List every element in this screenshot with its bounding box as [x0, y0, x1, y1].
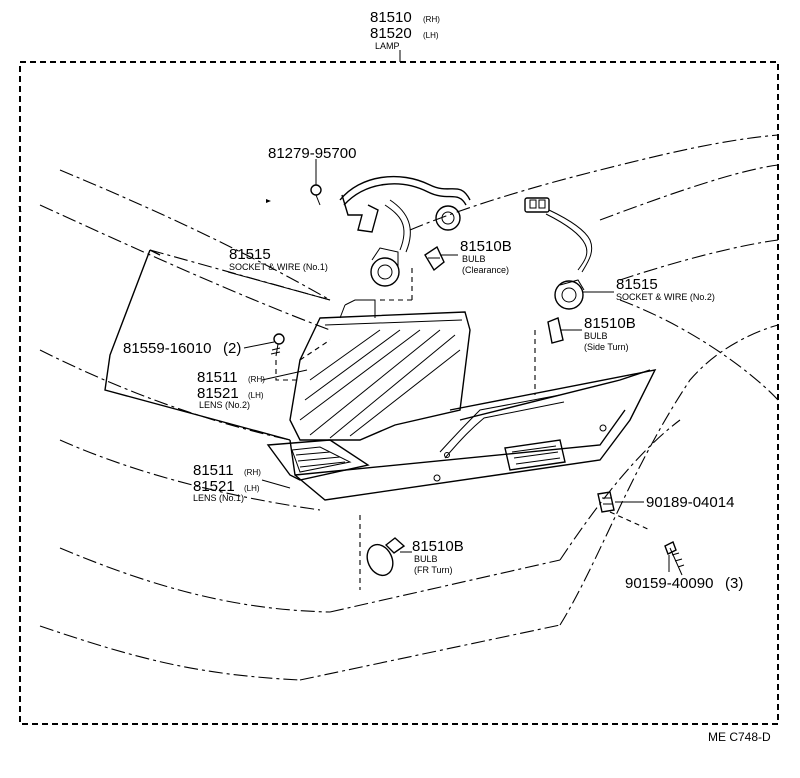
screw-bottom-part: [664, 541, 685, 576]
clip-part-number: 90189-04014: [646, 494, 734, 511]
bulb-clearance-part: [424, 245, 445, 272]
bulb-fr-turn-part: [366, 537, 406, 577]
lens-no2-rh-tag: (RH): [248, 375, 265, 384]
lens-no1-part-lh: 81521: [193, 478, 235, 495]
bulb-fr-turn-callout: 81510B BULB (FR Turn): [412, 538, 464, 575]
assembly-lh-tag: (LH): [423, 31, 439, 40]
clip-part: [597, 491, 615, 513]
screw-bottom-quantity: (3): [725, 575, 743, 592]
assembly-name: LAMP: [375, 41, 400, 51]
bulb-side-turn-type: BULB: [584, 331, 608, 341]
screw-lens-part-number: 81559-16010: [123, 340, 211, 357]
vehicle-body-outline: [39, 134, 779, 681]
bulb-clearance-note: (Clearance): [462, 265, 509, 275]
screw-top-part: [310, 184, 322, 206]
lens-no2-callout: 81511 (RH) 81521 (LH) LENS (No.2): [197, 369, 265, 410]
screw-bottom-callout: 90159-40090 (3): [625, 575, 743, 592]
socket-no2-description: SOCKET & WIRE (No.2): [616, 292, 715, 302]
socket-wire-no1-callout: 81515 SOCKET & WIRE (No.1): [229, 246, 328, 272]
socket-no2-part-number: 81515: [616, 276, 658, 293]
bulb-clearance-callout: 81510B BULB (Clearance): [460, 238, 512, 275]
figure-code: ME C748-D: [708, 730, 771, 744]
screw-bottom-part-number: 90159-40090: [625, 575, 713, 592]
bulb-side-turn-note: (Side Turn): [584, 342, 629, 352]
lens-no1-lh-tag: (LH): [244, 484, 260, 493]
assembly-part-rh: 81510: [370, 9, 412, 26]
lens-no2: [289, 299, 471, 441]
lens-no2-description: LENS (No.2): [199, 400, 250, 410]
arrow-mark: [266, 199, 271, 203]
lens-no1-rh-tag: (RH): [244, 468, 261, 477]
screw-lens-callout: 81559-16010 (2): [123, 340, 241, 357]
screw-lens-part: [270, 333, 285, 357]
socket-no1-part-number: 81515: [229, 246, 271, 263]
socket-wire-no2-callout: 81515 SOCKET & WIRE (No.2): [616, 276, 715, 302]
bulb-fr-turn-type: BULB: [414, 554, 438, 564]
bulb-clearance-part-number: 81510B: [460, 238, 512, 255]
lens-no2-part-rh: 81511: [197, 369, 238, 386]
edge-tick-mark: [18, 205, 22, 213]
lens-no1-description: LENS (No.1): [193, 493, 244, 503]
leader-lines: [227, 159, 670, 572]
socket-wire-no2-part: [524, 197, 593, 310]
screw-top-part-number: 81279-95700: [268, 145, 356, 162]
bulb-fr-turn-note: (FR Turn): [414, 565, 453, 575]
lens-no1-part-rh: 81511: [193, 462, 234, 479]
bulb-fr-turn-part-number: 81510B: [412, 538, 464, 555]
assembly-title: 81510 (RH) 81520 (LH) LAMP: [370, 9, 440, 51]
bulb-side-turn-callout: 81510B BULB (Side Turn): [584, 315, 636, 352]
socket-wire-no1-part: [339, 175, 471, 287]
assembly-boundary: [19, 61, 779, 725]
lens-no1: [266, 439, 370, 481]
socket-no1-description: SOCKET & WIRE (No.1): [229, 262, 328, 272]
assembly-part-lh: 81520: [370, 25, 412, 42]
bulb-side-turn-part: [547, 317, 564, 344]
lens-no1-callout: 81511 (RH) 81521 (LH) LENS (No.1): [193, 462, 261, 503]
assembly-rh-tag: (RH): [423, 15, 440, 24]
bulb-clearance-type: BULB: [462, 254, 486, 264]
screw-lens-quantity: (2): [223, 340, 241, 357]
bulb-side-turn-part-number: 81510B: [584, 315, 636, 332]
lamp-housing: [104, 249, 657, 501]
lens-no2-part-lh: 81521: [197, 385, 239, 402]
assembly-guide-lines: [275, 268, 651, 590]
lens-no2-lh-tag: (LH): [248, 391, 264, 400]
